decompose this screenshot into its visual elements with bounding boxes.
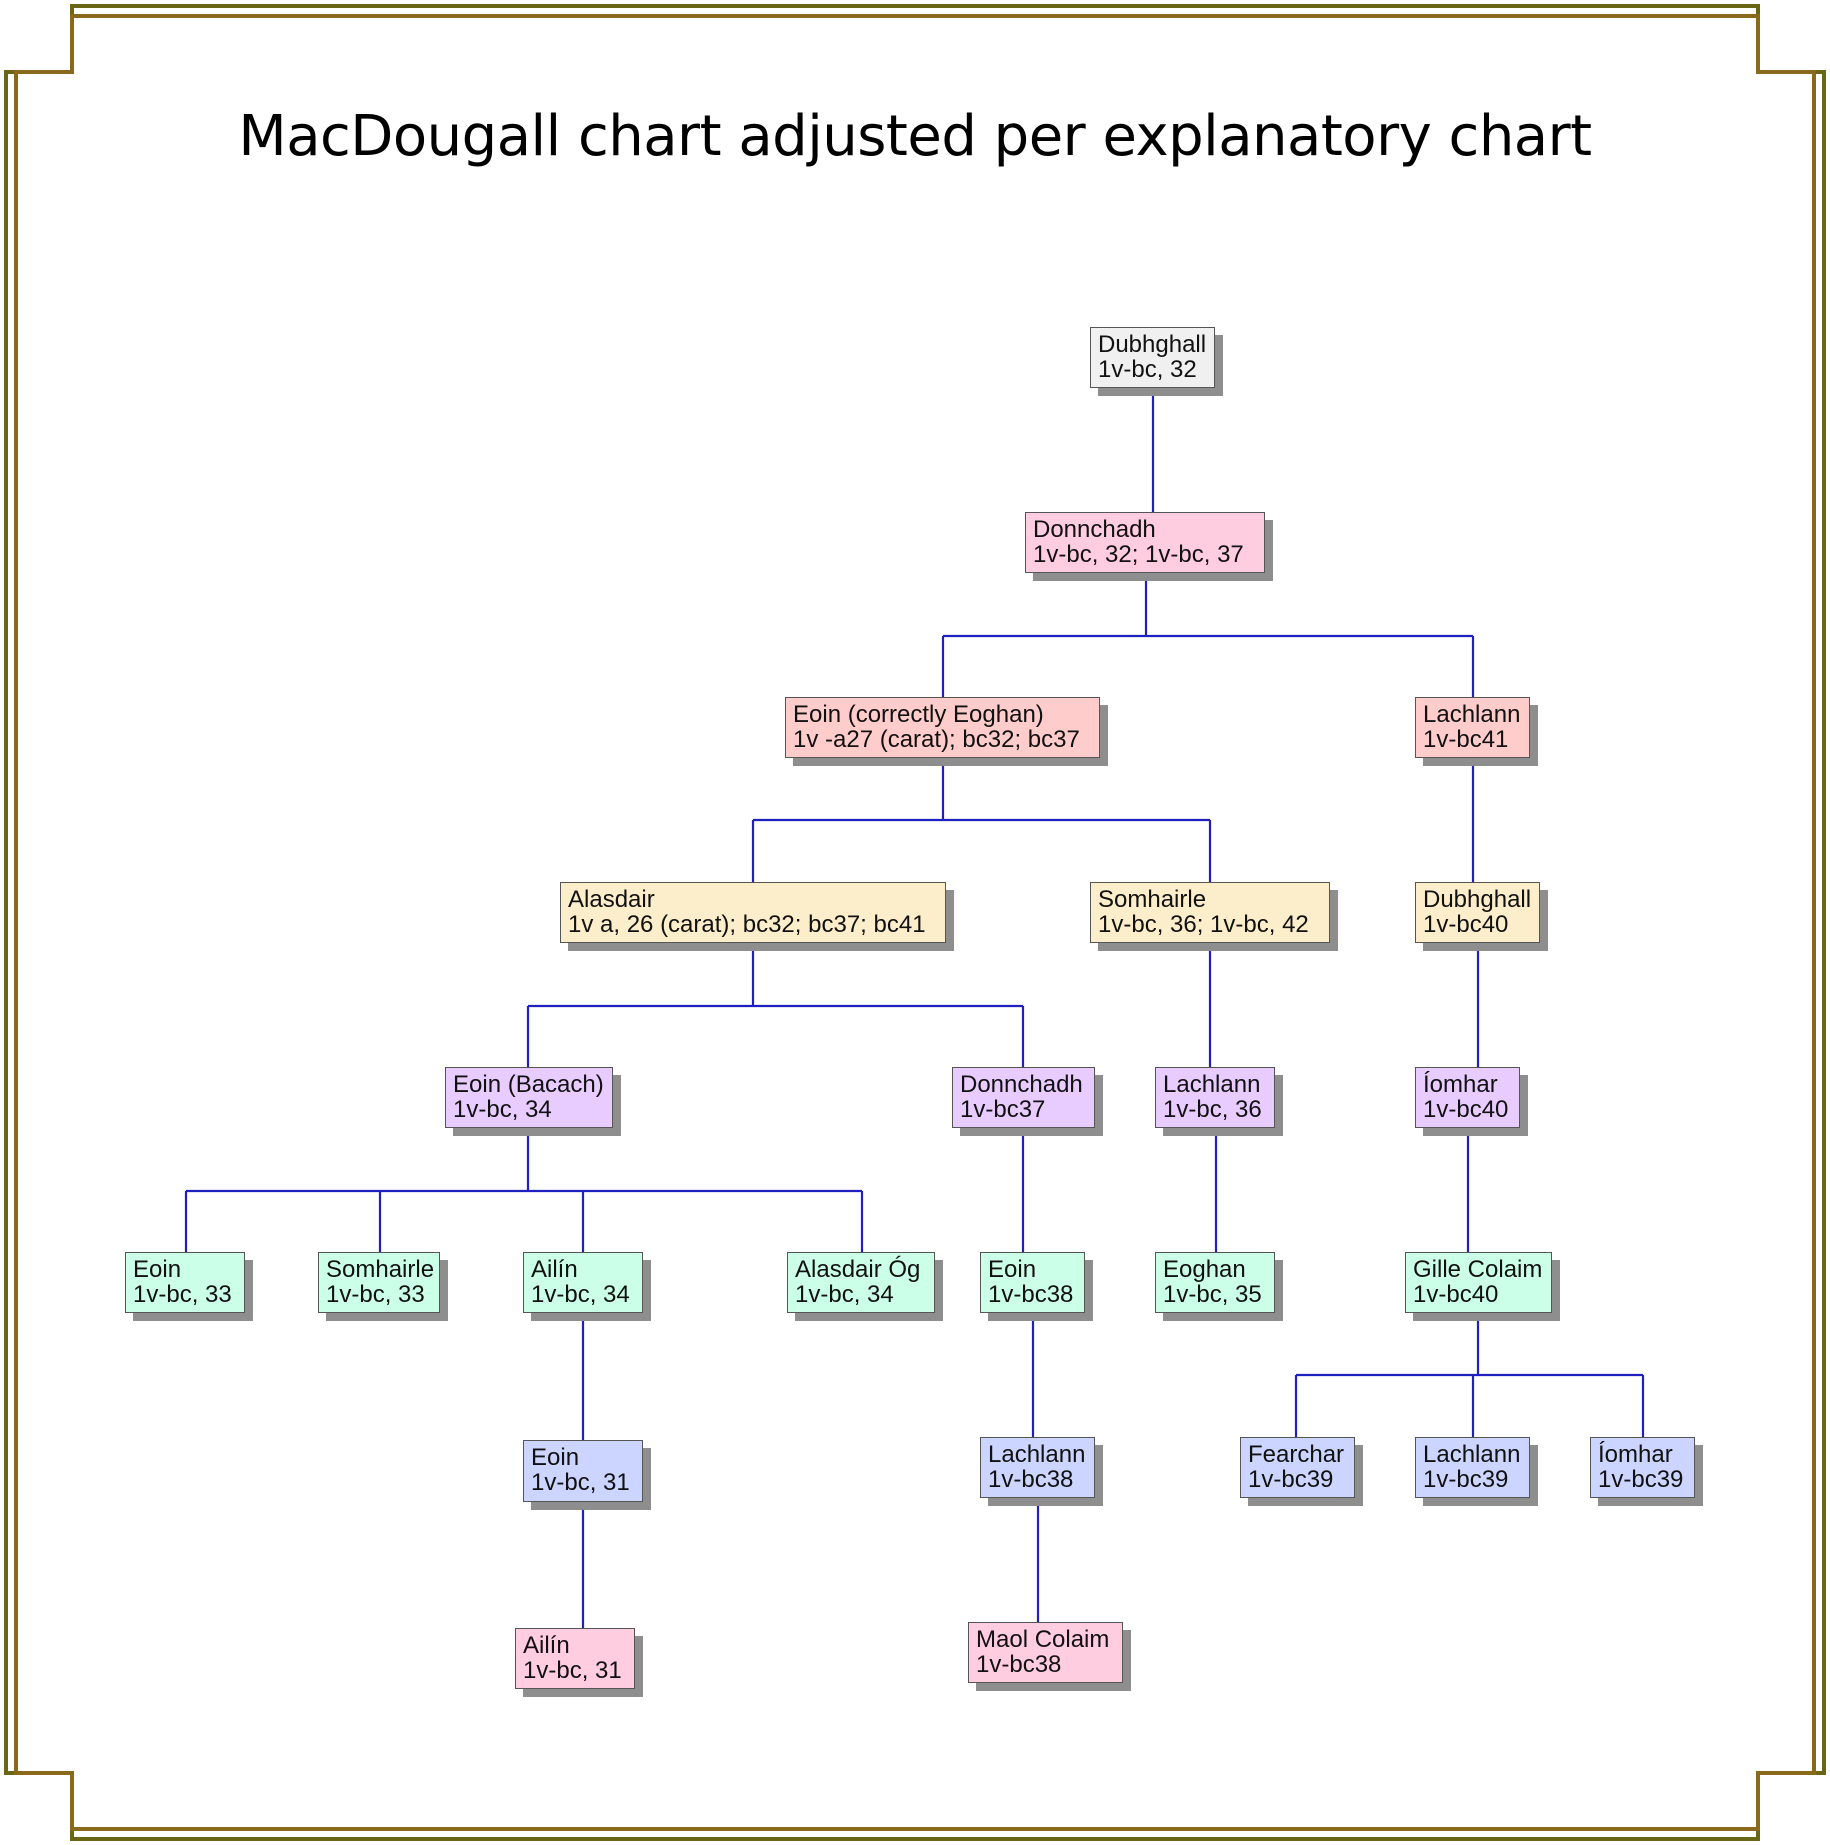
person-reference: 1v-bc40 <box>1413 1281 1499 1308</box>
person-name: Lachlann <box>1423 1441 1521 1468</box>
person-node-lachlann-2: Lachlann 1v-bc, 36 <box>1155 1067 1275 1128</box>
person-reference: 1v-bc, 34 <box>795 1281 894 1308</box>
person-reference: 1v-bc39 <box>1423 1466 1509 1493</box>
person-node-ailin-34: Ailín 1v-bc, 34 <box>523 1252 643 1313</box>
person-node-lachlann: Lachlann 1v-bc41 <box>1415 697 1530 758</box>
person-reference: 1v-bc37 <box>960 1096 1046 1123</box>
person-node-alasdair: Alasdair 1v a, 26 (carat); bc32; bc37; b… <box>560 882 946 943</box>
person-node-fearchar: Fearchar 1v-bc39 <box>1240 1437 1355 1498</box>
person-name: Íomhar <box>1423 1071 1498 1098</box>
person-reference: 1v-bc41 <box>1423 726 1509 753</box>
person-name: Eoin <box>988 1256 1037 1283</box>
person-name: Gille Colaim <box>1413 1256 1543 1283</box>
person-name: Donnchadh <box>1033 516 1156 543</box>
person-name: Maol Colaim <box>976 1626 1110 1653</box>
person-node-dubhghall-2: Dubhghall 1v-bc40 <box>1415 882 1540 943</box>
person-name: Dubhghall <box>1423 886 1532 913</box>
person-reference: 1v-bc40 <box>1423 1096 1509 1123</box>
person-node-alasdair-og: Alasdair Óg 1v-bc, 34 <box>787 1252 935 1313</box>
person-name: Lachlann <box>988 1441 1086 1468</box>
person-reference: 1v-bc, 32; 1v-bc, 37 <box>1033 541 1244 568</box>
person-node-somhairle-33: Somhairle 1v-bc, 33 <box>318 1252 440 1313</box>
person-name: Alasdair <box>568 886 655 913</box>
person-node-donnchadh-2: Donnchadh 1v-bc37 <box>952 1067 1095 1128</box>
person-name: Eoghan <box>1163 1256 1246 1283</box>
person-node-lachlann-bc39: Lachlann 1v-bc39 <box>1415 1437 1530 1498</box>
person-reference: 1v-bc38 <box>988 1466 1074 1493</box>
person-node-donnchadh: Donnchadh 1v-bc, 32; 1v-bc, 37 <box>1025 512 1265 573</box>
person-name: Eoin (correctly Eoghan) <box>793 701 1044 728</box>
person-node-eoin-bacach: Eoin (Bacach) 1v-bc, 34 <box>445 1067 613 1128</box>
person-name: Eoin <box>531 1444 580 1471</box>
person-name: Somhairle <box>326 1256 435 1283</box>
person-node-somhairle: Somhairle 1v-bc, 36; 1v-bc, 42 <box>1090 882 1330 943</box>
person-reference: 1v-bc, 31 <box>531 1469 630 1496</box>
chart-title: MacDougall chart adjusted per explanator… <box>238 104 1592 169</box>
person-node-maol-colaim: Maol Colaim 1v-bc38 <box>968 1622 1123 1683</box>
person-name: Donnchadh <box>960 1071 1083 1098</box>
person-reference: 1v-bc, 36 <box>1163 1096 1262 1123</box>
person-reference: 1v-bc, 36; 1v-bc, 42 <box>1098 911 1309 938</box>
person-name: Eoin <box>133 1256 182 1283</box>
person-reference: 1v-bc, 32 <box>1098 356 1197 383</box>
person-name: Eoin (Bacach) <box>453 1071 604 1098</box>
person-node-ailin-31: Ailín 1v-bc, 31 <box>515 1628 635 1689</box>
person-name: Alasdair Óg <box>795 1256 921 1283</box>
person-node-gille-colaim: Gille Colaim 1v-bc40 <box>1405 1252 1552 1313</box>
person-name: Somhairle <box>1098 886 1207 913</box>
person-reference: 1v-bc39 <box>1248 1466 1334 1493</box>
person-node-eoin-correctly-eoghan: Eoin (correctly Eoghan) 1v -a27 (carat);… <box>785 697 1100 758</box>
connector-eoin-children <box>751 758 1212 882</box>
connector-donnchadh-children <box>941 573 1475 697</box>
person-node-eoghan-35: Eoghan 1v-bc, 35 <box>1155 1252 1275 1313</box>
connector-gille-colaim-children <box>1294 1313 1645 1437</box>
person-reference: 1v-bc, 31 <box>523 1657 622 1684</box>
person-reference: 1v-bc, 33 <box>133 1281 232 1308</box>
person-node-iomhar: Íomhar 1v-bc40 <box>1415 1067 1520 1128</box>
connector-alasdair-children <box>526 943 1025 1067</box>
person-name: Lachlann <box>1423 701 1521 728</box>
person-reference: 1v-bc39 <box>1598 1466 1684 1493</box>
person-name: Fearchar <box>1248 1441 1345 1468</box>
person-reference: 1v-bc38 <box>988 1281 1074 1308</box>
person-reference: 1v-bc, 34 <box>531 1281 630 1308</box>
person-node-dubhghall: Dubhghall 1v-bc, 32 <box>1090 327 1215 388</box>
person-node-eoin-bc38: Eoin 1v-bc38 <box>980 1252 1085 1313</box>
person-reference: 1v-bc38 <box>976 1651 1062 1678</box>
person-name: Lachlann <box>1163 1071 1261 1098</box>
person-node-eoin-33: Eoin 1v-bc, 33 <box>125 1252 245 1313</box>
person-reference: 1v -a27 (carat); bc32; bc37 <box>793 726 1080 753</box>
connector-eoin-bacach-children <box>184 1128 864 1252</box>
person-name: Ailín <box>523 1632 570 1659</box>
person-reference: 1v-bc, 33 <box>326 1281 425 1308</box>
person-name: Íomhar <box>1598 1441 1673 1468</box>
person-node-eoin-31: Eoin 1v-bc, 31 <box>523 1440 643 1502</box>
person-node-iomhar-bc39: Íomhar 1v-bc39 <box>1590 1437 1695 1498</box>
person-reference: 1v a, 26 (carat); bc32; bc37; bc41 <box>568 911 926 938</box>
person-name: Dubhghall <box>1098 331 1207 358</box>
person-reference: 1v-bc40 <box>1423 911 1509 938</box>
frame-inner-line <box>14 14 1816 1831</box>
person-name: Ailín <box>531 1256 578 1283</box>
person-node-lachlann-bc38: Lachlann 1v-bc38 <box>980 1437 1095 1498</box>
person-reference: 1v-bc, 34 <box>453 1096 552 1123</box>
person-reference: 1v-bc, 35 <box>1163 1281 1262 1308</box>
